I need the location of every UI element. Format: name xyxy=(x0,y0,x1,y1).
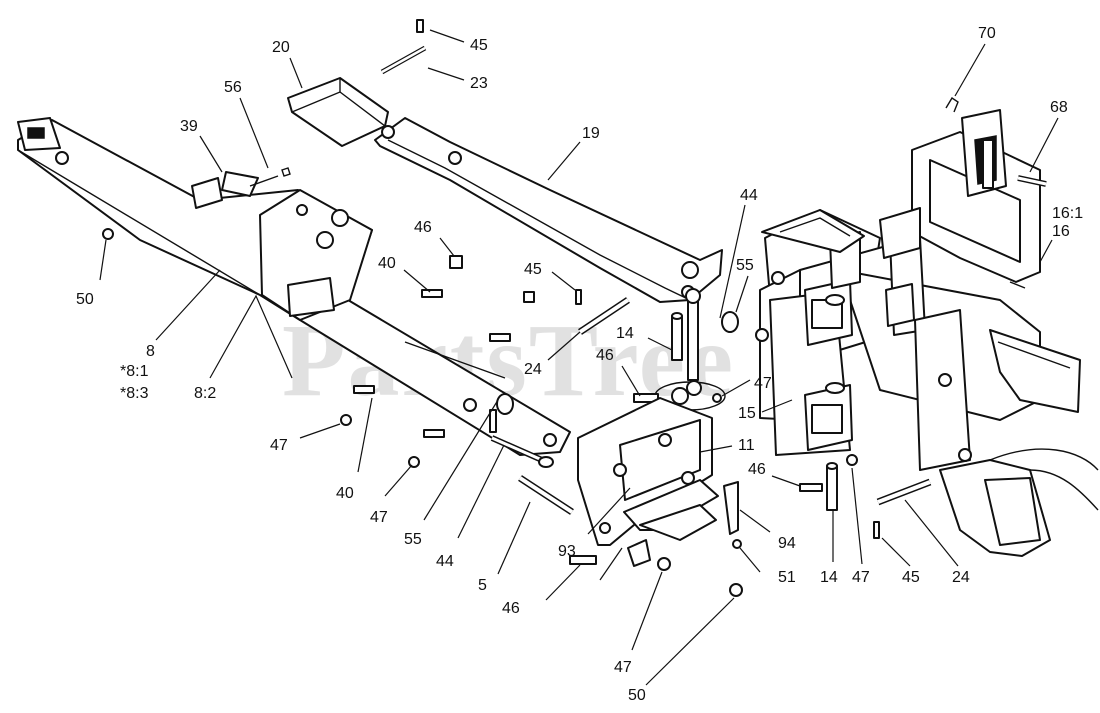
callout-47b: 47 xyxy=(270,437,288,454)
callout-14b: 14 xyxy=(820,569,838,586)
part-23-pin xyxy=(380,19,427,75)
callout-45b: 45 xyxy=(524,261,542,278)
callout-50b: 50 xyxy=(628,687,646,704)
part-14-pin-upper xyxy=(671,312,683,361)
callout-11: 11 xyxy=(738,437,755,454)
callout-46d: 46 xyxy=(502,600,520,617)
part-55-clip-lower xyxy=(496,393,514,415)
callout-24b: 24 xyxy=(952,569,970,586)
callout-19: 19 xyxy=(582,125,600,142)
callout-5: 5 xyxy=(478,577,487,594)
callout-24: 24 xyxy=(524,361,542,378)
callout-51: 51 xyxy=(778,569,796,586)
part-5-pin xyxy=(518,475,574,515)
part-46-bolt-lower xyxy=(799,454,858,492)
callout-40b: 40 xyxy=(336,485,354,502)
part-94-jbolt xyxy=(723,481,742,549)
part-24-pin-upper xyxy=(578,297,630,335)
callout-14: 14 xyxy=(616,325,634,342)
callout-70: 70 xyxy=(978,25,996,42)
part-19-arm xyxy=(374,117,723,303)
part-11-plate xyxy=(577,397,719,567)
part-44-clevis-lower xyxy=(489,409,554,468)
callout-56: 56 xyxy=(224,79,242,96)
callout-93: 93 xyxy=(558,543,576,560)
callout-68: 68 xyxy=(1050,99,1068,116)
callout-46: 46 xyxy=(414,219,432,236)
callout-8-3: *8:3 xyxy=(120,385,149,402)
leader-lines xyxy=(99,29,1059,686)
part-68-bolt xyxy=(1017,175,1047,187)
part-14-pin-lower xyxy=(826,462,838,511)
callout-47e: 47 xyxy=(614,659,632,676)
callout-45: 45 xyxy=(470,37,488,54)
part-24-pin-lower xyxy=(876,478,932,506)
callout-8-1: *8:1 xyxy=(120,363,149,380)
callout-15: 15 xyxy=(738,405,756,422)
part-70-clip xyxy=(945,97,959,113)
callout-labels: 45 20 23 56 39 19 70 68 44 16:1 16 46 45… xyxy=(76,25,1083,704)
callout-47c: 47 xyxy=(370,509,388,526)
callout-16-1: 16:1 xyxy=(1052,205,1083,222)
callout-20: 20 xyxy=(272,39,290,56)
hitch-lower xyxy=(939,448,1099,557)
part-20-bracket xyxy=(287,77,389,147)
part-39-plate xyxy=(191,167,291,209)
callout-23: 23 xyxy=(470,75,488,92)
part-16-frame xyxy=(755,109,1081,471)
callout-94: 94 xyxy=(778,535,796,552)
small-hardware xyxy=(102,228,743,597)
callout-46b: 46 xyxy=(596,347,614,364)
part-45-cotter-lower xyxy=(873,521,880,539)
callout-47: 47 xyxy=(754,375,772,392)
callout-40: 40 xyxy=(378,255,396,272)
callout-45c: 45 xyxy=(902,569,920,586)
callout-50: 50 xyxy=(76,291,94,308)
callout-44b: 44 xyxy=(436,553,454,570)
callout-8: 8 xyxy=(146,343,155,360)
callout-44: 44 xyxy=(740,187,758,204)
callout-8-2: 8:2 xyxy=(194,385,216,402)
callout-46c: 46 xyxy=(748,461,766,478)
callout-55b: 55 xyxy=(404,531,422,548)
callout-47d: 47 xyxy=(852,569,870,586)
part-55-clip-upper xyxy=(721,311,739,333)
callout-16: 16 xyxy=(1052,223,1070,240)
part-44-clevis-upper xyxy=(685,288,701,381)
callout-55: 55 xyxy=(736,257,754,274)
callout-39: 39 xyxy=(180,118,198,135)
